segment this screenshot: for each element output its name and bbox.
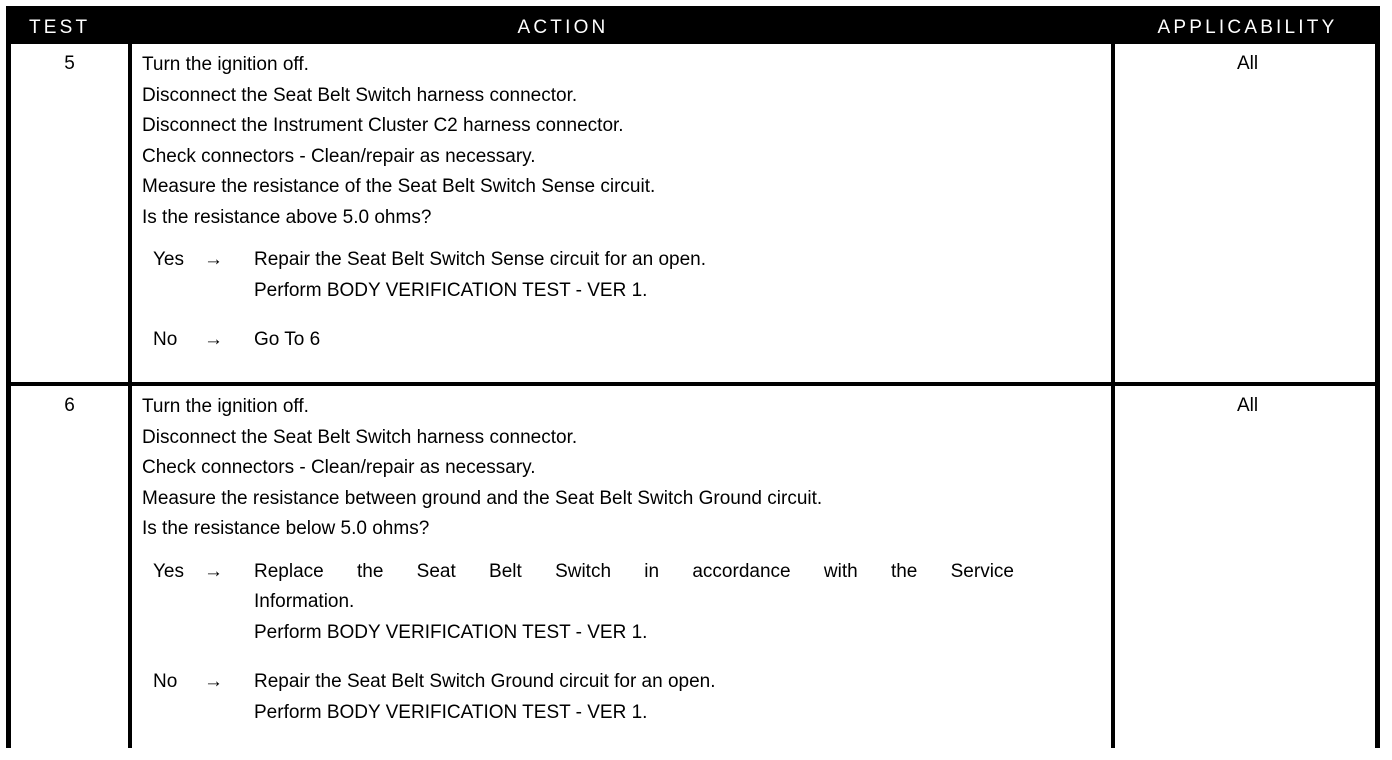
action-step: Is the resistance above 5.0 ohms? [142, 206, 432, 228]
column-header-action: ACTION [517, 17, 609, 38]
branch-no: No → Repair the Seat Belt Switch Ground … [142, 667, 1111, 728]
branch-line: Replace the Seat Belt Switch in accordan… [254, 560, 1014, 582]
diagnostic-test-table: TEST ACTION APPLICABILITY 5 Turn the ign… [6, 6, 1380, 748]
action-step: Disconnect the Seat Belt Switch harness … [142, 426, 578, 448]
action-step: Disconnect the Seat Belt Switch harness … [142, 84, 578, 106]
branch-body: Repair the Seat Belt Switch Sense circui… [254, 245, 1014, 306]
action-step-list: Turn the ignition off. Disconnect the Se… [142, 392, 1111, 545]
table-row: 6 Turn the ignition off. Disconnect the … [11, 382, 1375, 748]
branch-label: Yes [153, 249, 184, 270]
action-step: Measure the resistance of the Seat Belt … [142, 176, 656, 197]
action-step: Check connectors - Clean/repair as neces… [142, 457, 536, 478]
branch-body: Repair the Seat Belt Switch Ground circu… [254, 667, 1014, 728]
cell-test-number: 5 [64, 53, 75, 74]
branch-line: Perform BODY VERIFICATION TEST - VER 1. [254, 279, 648, 301]
branch-label: No [153, 671, 178, 692]
table-row: 5 Turn the ignition off. Disconnect the … [11, 44, 1375, 382]
column-header-applicability: APPLICABILITY [1157, 17, 1338, 38]
cell-applicability: All [1236, 53, 1259, 74]
cell-action: Turn the ignition off. Disconnect the Se… [128, 386, 1115, 748]
arrow-right-icon: → [204, 249, 223, 270]
action-step: Measure the resistance between ground an… [142, 487, 823, 509]
action-step: Check connectors - Clean/repair as neces… [142, 145, 536, 167]
branch-body: Replace the Seat Belt Switch in accordan… [254, 557, 1014, 649]
branch-line: Go To 6 [254, 329, 321, 350]
table-header-row: TEST ACTION APPLICABILITY [11, 11, 1375, 44]
cell-test-number: 6 [64, 395, 75, 416]
branch-body: Go To 6 [254, 325, 1014, 356]
branch-list: Yes → Repair the Seat Belt Switch Sense … [142, 245, 1111, 356]
arrow-right-icon: → [204, 671, 223, 692]
arrow-right-icon: → [204, 560, 223, 582]
arrow-right-icon: → [204, 329, 223, 350]
action-step-list: Turn the ignition off. Disconnect the Se… [142, 50, 1111, 233]
branch-line: Perform BODY VERIFICATION TEST - VER 1. [254, 621, 648, 643]
action-step: Is the resistance below 5.0 ohms? [142, 518, 430, 539]
branch-yes: Yes → Replace the Seat Belt Switch in ac… [142, 557, 1111, 649]
branch-list: Yes → Replace the Seat Belt Switch in ac… [142, 557, 1111, 729]
cell-action: Turn the ignition off. Disconnect the Se… [128, 44, 1115, 382]
action-step: Disconnect the Instrument Cluster C2 har… [142, 115, 624, 136]
action-step: Turn the ignition off. [142, 396, 309, 417]
branch-line: Information. [254, 591, 355, 612]
cell-applicability: All [1236, 395, 1259, 416]
branch-yes: Yes → Repair the Seat Belt Switch Sense … [142, 245, 1111, 306]
branch-line: Repair the Seat Belt Switch Ground circu… [254, 671, 716, 692]
action-step: Turn the ignition off. [142, 54, 309, 75]
branch-line: Repair the Seat Belt Switch Sense circui… [254, 249, 707, 270]
branch-label: No [153, 329, 178, 350]
branch-label: Yes [153, 560, 184, 582]
branch-no: No → Go To 6 [142, 325, 1111, 356]
column-header-test: TEST [29, 17, 91, 38]
branch-line: Perform BODY VERIFICATION TEST - VER 1. [254, 701, 648, 723]
